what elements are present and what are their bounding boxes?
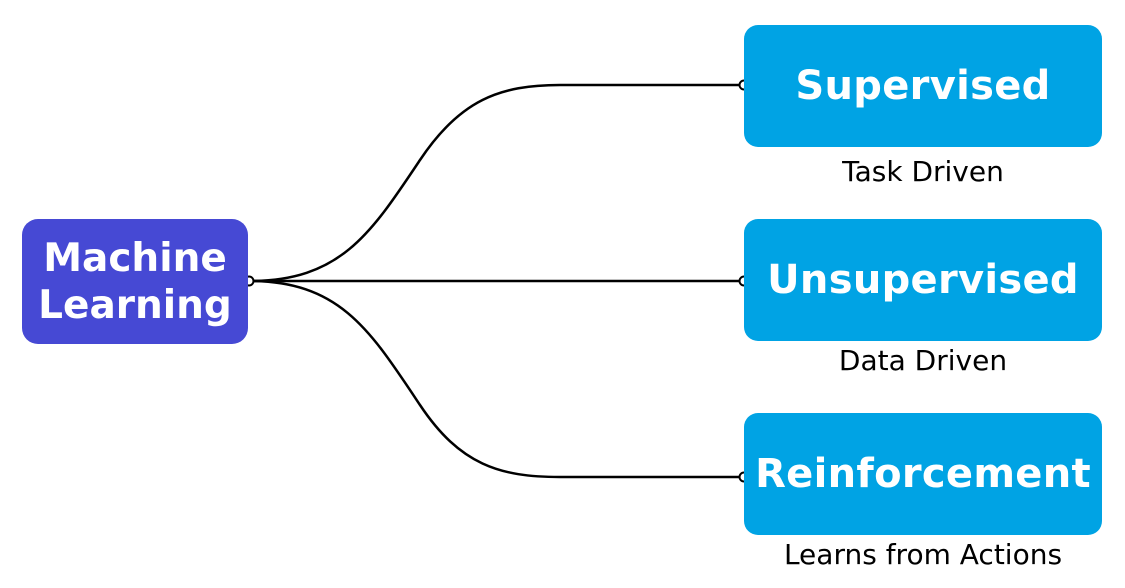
root-node-label-line2: Learning: [38, 282, 232, 328]
branch-node-unsupervised[interactable]: Unsupervised: [744, 219, 1102, 341]
root-node-machine-learning[interactable]: Machine Learning: [22, 219, 248, 344]
connector-reinforcement: [248, 279, 744, 479]
connector-supervised: [248, 83, 744, 283]
branch-node-reinforcement[interactable]: Reinforcement: [744, 413, 1102, 535]
branch-caption-supervised: Task Driven: [842, 155, 1004, 188]
branch-caption-reinforcement: Learns from Actions: [783, 538, 1063, 571]
branch-node-label: Supervised: [795, 63, 1051, 109]
root-node-label-line1: Machine: [43, 235, 227, 281]
branch-node-supervised[interactable]: Supervised: [744, 25, 1102, 147]
branch-node-label: Unsupervised: [767, 257, 1079, 303]
root-node-label: Machine Learning: [38, 235, 232, 329]
branch-caption-unsupervised: Data Driven: [838, 344, 1008, 377]
branch-node-label: Reinforcement: [755, 451, 1091, 497]
